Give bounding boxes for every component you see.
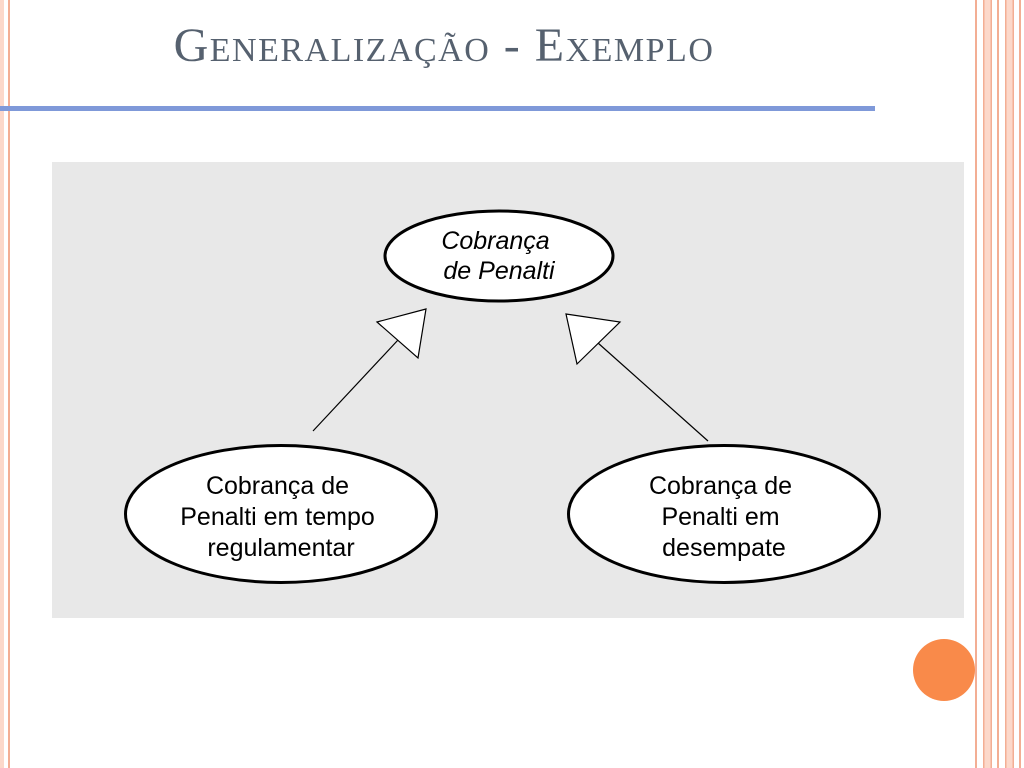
usecase-ellipse bbox=[567, 444, 881, 584]
usecase-label-line: Cobrança de bbox=[649, 472, 792, 500]
accent-dot bbox=[913, 639, 975, 701]
left-border-stripe bbox=[8, 0, 10, 768]
usecase-ellipse bbox=[383, 209, 615, 303]
right-border-stripe bbox=[1012, 0, 1014, 768]
right-border-stripe bbox=[1005, 0, 1007, 768]
right-border-band bbox=[983, 0, 992, 768]
left-border-band bbox=[0, 0, 4, 768]
generalization-edge-right bbox=[565, 313, 709, 442]
right-border-stripe bbox=[997, 0, 999, 768]
generalization-arrowhead bbox=[375, 308, 427, 360]
usecase-label: Cobrança de Penalti em tempo regulamenta… bbox=[180, 472, 382, 562]
right-border-stripe bbox=[990, 0, 992, 768]
usecase-child-right: Cobrança de Penalti em desempate bbox=[567, 444, 881, 584]
right-border-band bbox=[1005, 0, 1014, 768]
right-border bbox=[975, 0, 1021, 768]
slide-title: Generalização - Exemplo bbox=[173, 19, 715, 72]
usecase-label: Cobrança de Penalti bbox=[441, 227, 556, 285]
usecase-label-line: Cobrança de bbox=[206, 472, 349, 500]
generalization-line bbox=[312, 339, 399, 432]
usecase-label-line: desempate bbox=[662, 534, 786, 562]
usecase-label-line: Penalti em bbox=[661, 503, 779, 531]
usecase-label-line: Penalti em tempo bbox=[180, 503, 375, 531]
usecase-child-left: Cobrança de Penalti em tempo regulamenta… bbox=[124, 444, 438, 584]
usecase-parent: Cobrança de Penalti bbox=[383, 209, 615, 303]
usecase-label-line: de Penalti bbox=[443, 257, 556, 285]
right-border-stripe bbox=[1019, 0, 1021, 768]
right-border-stripe bbox=[975, 0, 977, 768]
generalization-line bbox=[597, 342, 709, 442]
usecase-ellipse bbox=[124, 444, 438, 584]
left-border bbox=[0, 0, 10, 768]
generalization-arrowhead bbox=[565, 313, 622, 366]
right-border-stripe bbox=[983, 0, 985, 768]
usecase-label: Cobrança de Penalti em desempate bbox=[649, 472, 799, 562]
usecase-label-line: regulamentar bbox=[207, 534, 354, 562]
title-rule bbox=[0, 106, 875, 111]
generalization-edge-left bbox=[312, 308, 427, 432]
usecase-label-line: Cobrança bbox=[441, 227, 549, 255]
